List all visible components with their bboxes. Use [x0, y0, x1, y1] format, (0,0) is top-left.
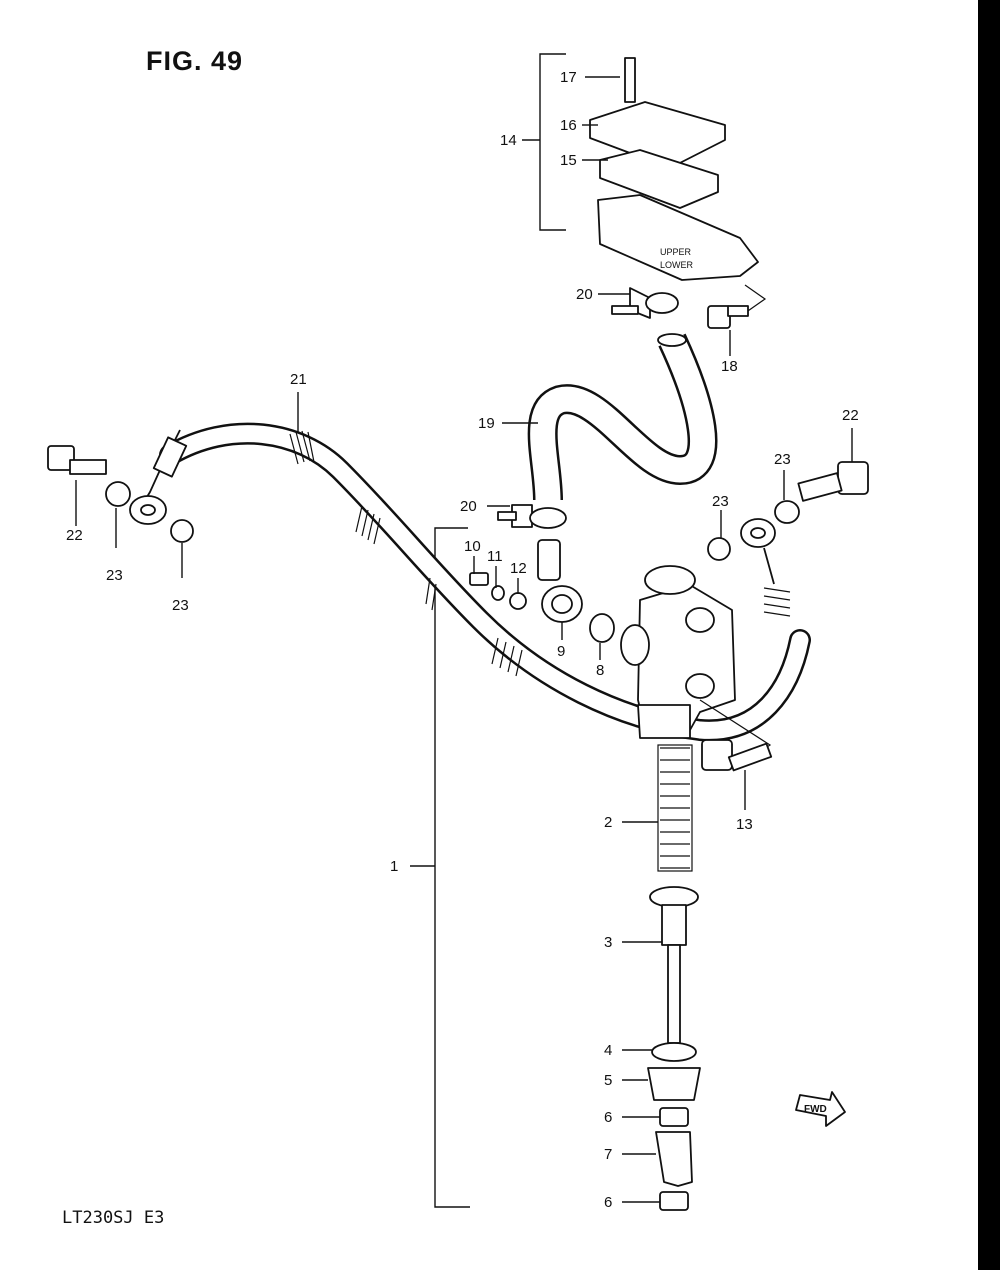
connector-9: [537, 539, 583, 623]
brake-hose: [159, 422, 811, 742]
callout-9: 9: [557, 643, 565, 660]
callout-8: 8: [596, 662, 604, 679]
banjo-bolt-left: [47, 445, 107, 475]
callout-16: 16: [560, 117, 577, 134]
callout-23a: 23: [106, 567, 123, 584]
screw-17: [624, 57, 636, 103]
callout-10: 10: [464, 538, 481, 555]
right-banjo-fitting: [740, 518, 776, 585]
callout-7: 7: [604, 1146, 612, 1163]
circlip-4: [651, 1042, 697, 1062]
washer-12: [509, 592, 527, 610]
callout-4: 4: [604, 1042, 612, 1059]
callout-23d: 23: [712, 493, 729, 510]
callout-18: 18: [721, 358, 738, 375]
left-banjo-fitting: [129, 429, 188, 525]
callout-1: 1: [390, 858, 398, 875]
clamp-20b: [497, 504, 567, 529]
bracket-14: [522, 53, 566, 231]
callout-5: 5: [604, 1072, 612, 1089]
callout-3: 3: [604, 934, 612, 951]
bolt-18: [707, 305, 749, 329]
spring-2: [657, 744, 693, 872]
callout-17: 17: [560, 69, 577, 86]
callout-21: 21: [290, 371, 307, 388]
washer-23d: [707, 537, 731, 561]
callout-15: 15: [560, 152, 577, 169]
master-cylinder: [620, 565, 736, 739]
callout-labels: 17 16 14 15 20 18 21 19 22 23 23 20 22 2…: [66, 69, 859, 1211]
page-edge-bar: [978, 0, 1000, 1270]
clamp-20a: [611, 287, 679, 319]
nut-6b: [659, 1191, 689, 1211]
banjo-bolt-right: [797, 461, 869, 502]
reservoir-mark-upper: UPPER: [660, 247, 692, 257]
piston-cup: [649, 886, 699, 908]
washer-23b: [170, 519, 194, 543]
reservoir-group: UPPER LOWER: [589, 57, 767, 314]
piston: [661, 904, 687, 946]
washer-23c: [774, 500, 800, 524]
diaphragm: [599, 149, 719, 209]
figure-title: FIG. 49: [146, 46, 244, 76]
bolt-13: [701, 739, 773, 772]
callout-20b: 20: [460, 498, 477, 515]
reservoir-body: [597, 194, 759, 281]
callout-6b: 6: [604, 1194, 612, 1211]
model-code: LT230SJ E3: [62, 1208, 165, 1228]
callout-22b: 22: [842, 407, 859, 424]
reservoir-cap: [589, 101, 726, 169]
o-ring-11: [491, 585, 505, 601]
leader-lines: [75, 76, 853, 1203]
callout-13: 13: [736, 816, 753, 833]
pushrod-3: [667, 944, 681, 1044]
callout-14: 14: [500, 132, 517, 149]
boot-5: [647, 1067, 701, 1101]
reservoir-hose: [527, 333, 718, 501]
clevis-7: [655, 1131, 693, 1187]
screw-10: [469, 572, 489, 586]
fwd-arrow-icon: FWD: [795, 1091, 846, 1127]
fwd-label: FWD: [804, 1104, 827, 1115]
o-ring-8: [589, 613, 615, 643]
nut-6a: [659, 1107, 689, 1127]
callout-20a: 20: [576, 286, 593, 303]
callout-11: 11: [487, 548, 503, 565]
bracket-1: [410, 527, 470, 1208]
callout-22a: 22: [66, 527, 83, 544]
callout-2: 2: [604, 814, 612, 831]
reservoir-mark-lower: LOWER: [660, 260, 694, 270]
callout-19: 19: [478, 415, 495, 432]
callout-6a: 6: [604, 1109, 612, 1126]
callout-23b: 23: [172, 597, 189, 614]
callout-23c: 23: [774, 451, 791, 468]
callout-12: 12: [510, 560, 527, 577]
washer-23a: [105, 481, 131, 507]
